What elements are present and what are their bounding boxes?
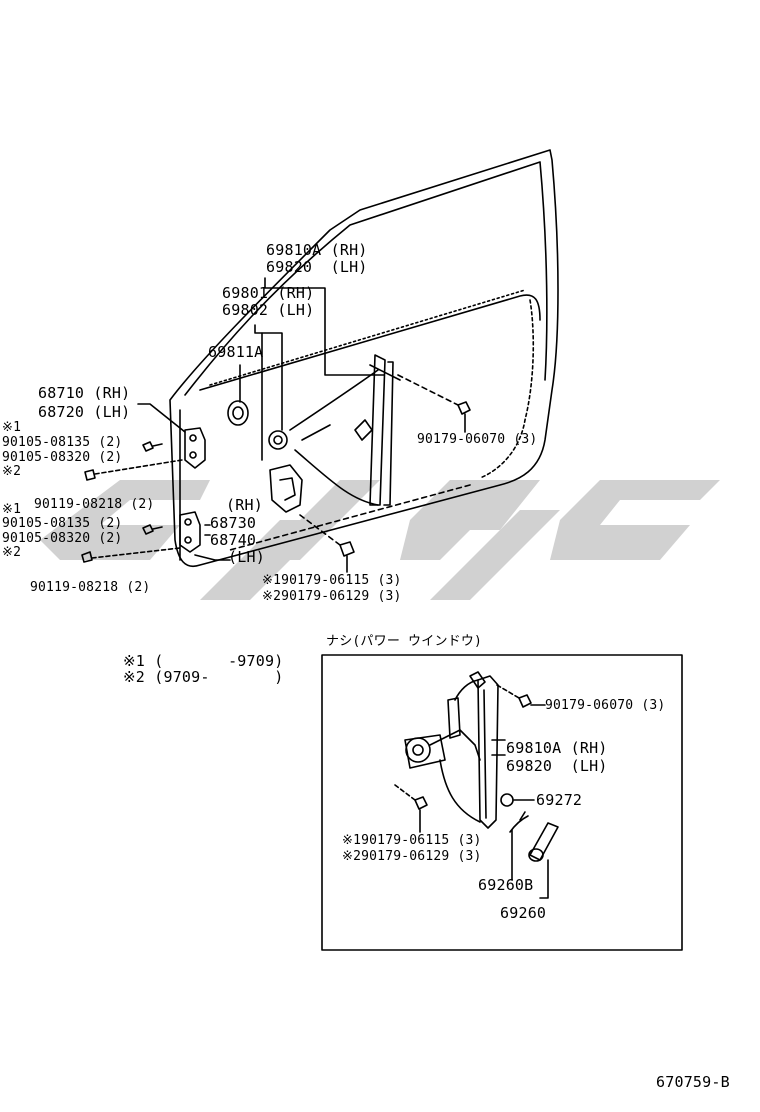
label-nut-bottom-2: ※290179-06129 (3) bbox=[262, 589, 402, 604]
inset-box bbox=[321, 654, 683, 951]
label-bolt-a1-lower: 90105-08135 (2) bbox=[2, 516, 123, 531]
label-grommet: 69811A bbox=[208, 343, 264, 361]
label-nut-top: 90179-06070 (3) bbox=[417, 432, 538, 447]
label-bolt-a1-upper: 90105-08135 (2) bbox=[2, 435, 123, 450]
inset-label-nut-bottom-2: ※290179-06129 (3) bbox=[342, 849, 482, 864]
motor-body bbox=[269, 464, 303, 513]
inset-label-nut-bottom-1: ※190179-06115 (3) bbox=[342, 833, 482, 848]
inset-label-regulator-lh: 69820 (LH) bbox=[506, 757, 608, 775]
inset-title: ナシ(パワー ウインドウ) bbox=[326, 634, 483, 649]
label-note1-upper: ※1 bbox=[2, 420, 22, 435]
label-bolt-a2-lower: 90105-08320 (2) bbox=[2, 531, 123, 546]
label-hinge-lower-rh-tag: (RH) bbox=[226, 496, 263, 514]
note-1: ※1 ( -9709) bbox=[123, 652, 284, 670]
upper-hinge bbox=[184, 427, 206, 469]
door-outline bbox=[169, 149, 559, 567]
inset-label-regulator-rh: 69810A (RH) bbox=[506, 739, 608, 757]
inset-label-nut-top: 90179-06070 (3) bbox=[545, 698, 666, 713]
label-regulator-rh: 69810A (RH) bbox=[266, 241, 368, 259]
label-hinge-lower-lh-tag: (LH) bbox=[228, 548, 265, 566]
label-nut-bottom-1: ※190179-06115 (3) bbox=[262, 573, 402, 588]
label-motor-rh: 69801 (RH) bbox=[222, 284, 315, 302]
nut-bottom bbox=[339, 541, 355, 557]
note-2: ※2 (9709- ) bbox=[123, 668, 284, 686]
label-note1-lower: ※1 bbox=[2, 502, 22, 517]
lower-hinge bbox=[179, 511, 201, 553]
diagram-code: 670759-B bbox=[656, 1073, 730, 1091]
grommet-part bbox=[227, 400, 249, 426]
nut-top bbox=[457, 401, 471, 415]
label-note2-lower: ※2 bbox=[2, 545, 22, 560]
label-hinge-lower-lh: 68740 bbox=[210, 531, 257, 549]
inset-label-clip: 69272 bbox=[536, 791, 583, 809]
label-bolt-b-upper: 90119-08218 (2) bbox=[34, 497, 155, 512]
label-hinge-upper-lh: 68720 (LH) bbox=[38, 403, 131, 421]
label-hinge-lower-rh: 68730 bbox=[210, 514, 257, 532]
label-motor-lh: 69802 (LH) bbox=[222, 301, 315, 319]
label-bolt-a2-upper: 90105-08320 (2) bbox=[2, 450, 123, 465]
label-note2-upper: ※2 bbox=[2, 464, 22, 479]
motor-drum bbox=[268, 430, 288, 450]
label-regulator-lh: 69820 (LH) bbox=[266, 258, 368, 276]
regulator-rail bbox=[369, 354, 386, 506]
label-bolt-b-lower: 90119-08218 (2) bbox=[30, 580, 151, 595]
inset-label-handle: 69260 bbox=[500, 904, 547, 922]
label-hinge-upper-rh: 68710 (RH) bbox=[38, 384, 131, 402]
inset-label-handle-b: 69260B bbox=[478, 876, 534, 894]
